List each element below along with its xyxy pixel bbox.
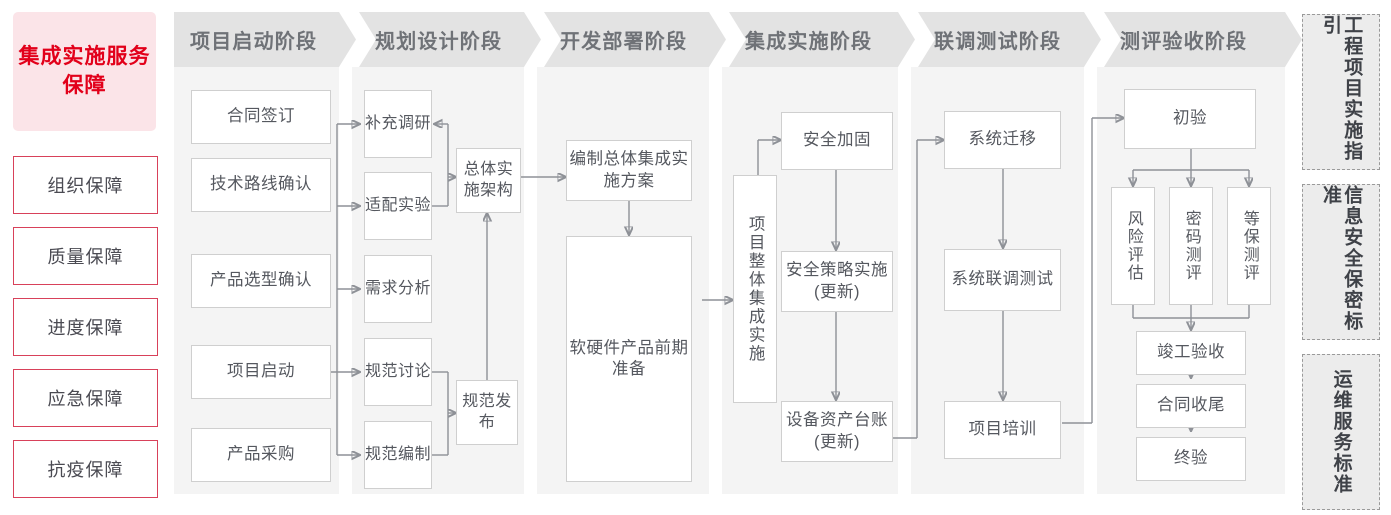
node-p4-0[interactable]: 项目整体集成实施	[733, 175, 777, 403]
node-p3-0[interactable]: 编制总体集成实施方案	[566, 140, 692, 201]
node-p6-6[interactable]: 终验	[1136, 437, 1246, 481]
node-label: 安全策略实施(更新)	[786, 261, 888, 301]
node-label: 密码测评	[1182, 210, 1200, 282]
node-p5-0[interactable]: 系统迁移	[944, 111, 1061, 169]
node-label: 总体实施架构	[463, 161, 514, 199]
node-p2-5[interactable]: 总体实施架构	[456, 148, 521, 213]
guarantee-item-2[interactable]: 进度保障	[13, 298, 158, 356]
node-p2-6[interactable]: 规范发布	[456, 380, 518, 445]
guarantee-label: 质量保障	[47, 247, 124, 267]
node-label: 项目整体集成实施	[746, 215, 765, 363]
node-p6-0[interactable]: 初验	[1124, 89, 1256, 149]
standard-item-0[interactable]: 工程项目实施指引	[1302, 14, 1380, 170]
node-p1-4[interactable]: 产品采购	[191, 428, 331, 482]
guarantee-label: 应急保障	[47, 389, 124, 409]
phase-header-4[interactable]: 集成实施阶段	[729, 12, 915, 67]
guarantee-label: 进度保障	[47, 318, 124, 338]
node-label: 补充调研	[365, 114, 432, 132]
guarantee-label: 组织保障	[47, 176, 124, 196]
node-label: 系统联调测试	[951, 270, 1054, 289]
standard-label: 工程项目实施指引	[1320, 15, 1363, 162]
node-p2-0[interactable]: 补充调研	[364, 90, 432, 158]
node-label: 需求分析	[365, 279, 432, 297]
node-p5-1[interactable]: 系统联调测试	[944, 249, 1061, 311]
guarantee-item-3[interactable]: 应急保障	[13, 369, 158, 427]
node-p6-1[interactable]: 风险评估	[1111, 187, 1155, 305]
node-label: 初验	[1173, 109, 1207, 128]
node-p4-2[interactable]: 安全策略实施(更新)	[781, 251, 893, 312]
node-p4-1[interactable]: 安全加固	[781, 112, 893, 170]
node-p1-2[interactable]: 产品选型确认	[191, 254, 331, 308]
diagram-title: 集成实施服务保障	[13, 12, 156, 131]
node-label: 编制总体集成实施方案	[569, 150, 689, 190]
node-label: 风险评估	[1124, 210, 1142, 282]
node-label: 产品采购	[227, 445, 295, 464]
node-p6-3[interactable]: 等保测评	[1227, 187, 1271, 305]
node-p2-4[interactable]: 规范编制	[364, 421, 432, 489]
node-label: 软硬件产品前期准备	[569, 338, 689, 378]
node-label: 系统迁移	[968, 130, 1037, 149]
diagram-title-text: 集成实施服务保障	[18, 44, 151, 97]
guarantee-item-1[interactable]: 质量保障	[13, 227, 158, 285]
phase-header-6[interactable]: 测评验收阶段	[1104, 12, 1302, 67]
node-p1-0[interactable]: 合同签订	[191, 90, 331, 144]
guarantee-item-4[interactable]: 抗疫保障	[13, 440, 158, 498]
phase-header-label: 联调测试阶段	[934, 31, 1062, 53]
node-label: 设备资产台账(更新)	[786, 411, 888, 451]
node-label: 适配实验	[365, 196, 432, 214]
node-label: 规范讨论	[365, 362, 432, 380]
node-p3-1[interactable]: 软硬件产品前期准备	[566, 236, 692, 482]
standard-item-2[interactable]: 运维服务标准	[1302, 354, 1380, 510]
node-label: 终验	[1174, 449, 1208, 468]
phase-header-label: 测评验收阶段	[1120, 31, 1248, 53]
node-p6-4[interactable]: 竣工验收	[1136, 331, 1246, 375]
guarantee-label: 抗疫保障	[47, 460, 124, 480]
node-label: 竣工验收	[1157, 343, 1225, 362]
node-p6-2[interactable]: 密码测评	[1169, 187, 1213, 305]
node-p2-1[interactable]: 适配实验	[364, 172, 432, 240]
node-p2-2[interactable]: 需求分析	[364, 255, 432, 323]
node-p1-3[interactable]: 项目启动	[191, 345, 331, 399]
node-label: 等保测评	[1240, 210, 1258, 282]
node-label: 安全加固	[803, 131, 871, 150]
node-p2-3[interactable]: 规范讨论	[364, 338, 432, 406]
node-label: 规范发布	[462, 393, 512, 431]
node-label: 项目启动	[227, 362, 295, 381]
node-label: 合同收尾	[1157, 396, 1225, 415]
node-p4-3[interactable]: 设备资产台账(更新)	[781, 401, 893, 462]
phase-header-label: 集成实施阶段	[745, 31, 873, 53]
node-label: 技术路线确认	[210, 175, 312, 194]
phase-header-3[interactable]: 开发部署阶段	[544, 12, 726, 67]
node-label: 合同签订	[227, 107, 295, 126]
node-p6-5[interactable]: 合同收尾	[1136, 384, 1246, 428]
node-label: 规范编制	[365, 445, 432, 463]
phase-header-5[interactable]: 联调测试阶段	[918, 12, 1101, 67]
phase-header-label: 规划设计阶段	[375, 31, 503, 53]
standard-label: 信息安全保密标准	[1320, 185, 1363, 332]
standard-item-1[interactable]: 信息安全保密标准	[1302, 184, 1380, 340]
node-label: 项目培训	[968, 420, 1037, 439]
phase-header-2[interactable]: 规划设计阶段	[359, 12, 541, 67]
standard-label: 运维服务标准	[1330, 369, 1352, 495]
phase-header-1[interactable]: 项目启动阶段	[174, 12, 356, 67]
guarantee-item-0[interactable]: 组织保障	[13, 156, 158, 214]
phase-header-label: 开发部署阶段	[560, 31, 688, 53]
node-label: 产品选型确认	[210, 271, 312, 290]
node-p5-2[interactable]: 项目培训	[944, 401, 1061, 459]
node-p1-1[interactable]: 技术路线确认	[191, 158, 331, 212]
phase-header-label: 项目启动阶段	[190, 31, 318, 53]
